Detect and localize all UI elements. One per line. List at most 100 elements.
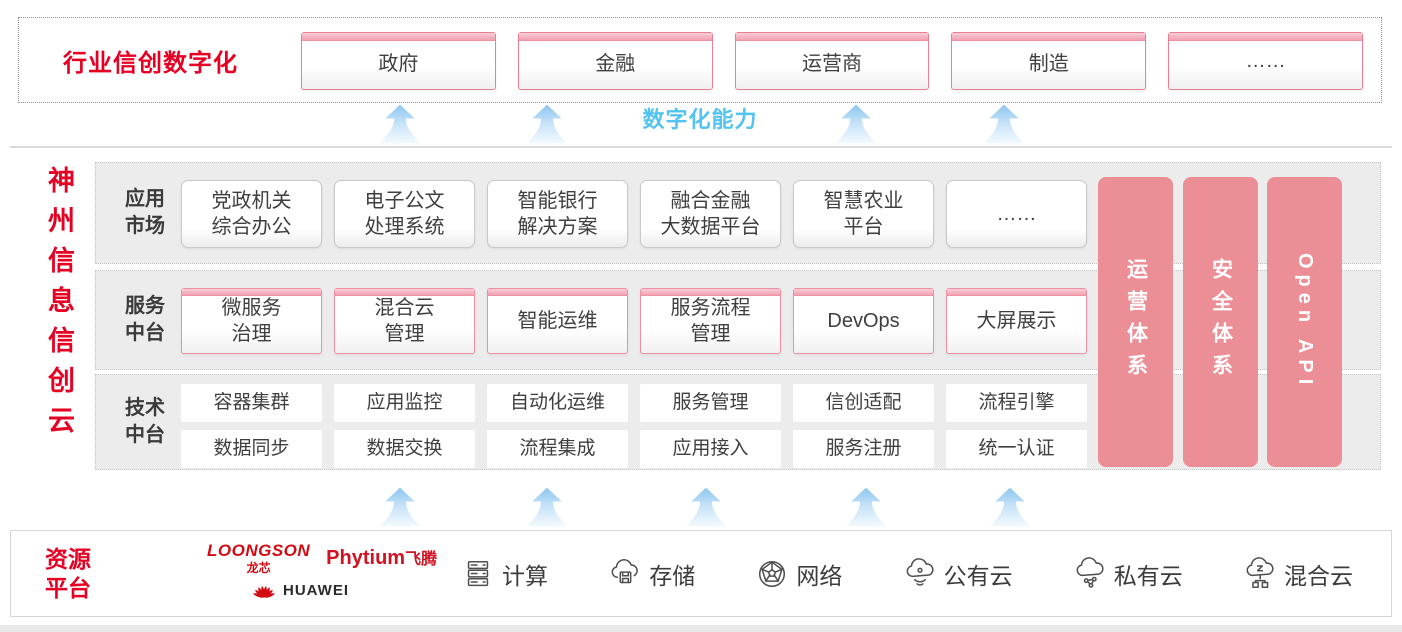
industry-box-label: 政府: [378, 52, 419, 75]
tech-box: 统一认证: [946, 430, 1087, 468]
resource-items: 计算 存储 网络: [461, 531, 1353, 616]
industry-box-manufacturing: 制造: [951, 32, 1147, 90]
public-cloud-icon: [906, 557, 934, 586]
tech-box-label: 统一认证: [978, 438, 1055, 459]
tech-platform-row2: 数据同步 数据交换 流程集成 应用接入 服务注册 统一认证: [181, 430, 1087, 468]
tech-platform-row1: 容器集群 应用监控 自动化运维 服务管理 信创适配 流程引擎: [181, 384, 1087, 422]
tech-box-label: 自动化运维: [509, 392, 605, 413]
tech-box-label: 数据同步: [213, 438, 290, 459]
vendor-logos: LOONGSON 龙芯 Phytium 飞腾: [207, 541, 447, 599]
app-box: 党政机关 综合办公: [181, 180, 322, 248]
service-box-label: 服务流程 管理: [670, 297, 751, 345]
tech-box: 数据交换: [334, 430, 475, 468]
security-system-bar-label: 安全体系: [1209, 258, 1233, 386]
service-platform-boxes: 微服务 治理 混合云 管理 智能运维 服务流程 管理 DevOps 大屏展示: [181, 271, 1087, 354]
resource-item-hybrid-cloud: 混合云: [1243, 556, 1353, 591]
tech-box-label: 服务注册: [825, 438, 902, 459]
app-market-label: 应用 市场: [125, 188, 165, 237]
tech-box: 服务管理: [640, 384, 781, 422]
resource-item-label: 私有云: [1113, 562, 1183, 589]
up-arrow-icon: [833, 104, 879, 144]
service-box: 微服务 治理: [181, 288, 322, 354]
resource-platform-box: 资源 平台 LOONGSON 龙芯 Phytium 飞腾: [10, 530, 1392, 617]
app-box-label: 智慧农业 平台: [823, 190, 904, 238]
app-box: 智慧农业 平台: [793, 180, 934, 248]
up-arrow-icon: [987, 487, 1033, 527]
service-box: 智能运维: [487, 288, 628, 354]
loongson-logo: LOONGSON 龙芯: [207, 541, 310, 576]
loongson-logo-text: LOONGSON: [207, 541, 311, 560]
service-box-label: 大屏展示: [976, 310, 1057, 332]
tech-box-label: 信创适配: [825, 392, 902, 413]
tech-box: 流程集成: [487, 430, 628, 468]
service-box: 大屏展示: [946, 288, 1087, 354]
tech-box: 信创适配: [793, 384, 934, 422]
tech-box: 应用监控: [334, 384, 475, 422]
tech-box: 数据同步: [181, 430, 322, 468]
phytium-logo: Phytium 飞腾: [326, 545, 437, 570]
industry-box-more: ……: [1168, 32, 1363, 90]
tech-platform-panel: 技术 中台 容器集群 应用监控 自动化运维 服务管理 信创适配 流程引擎 数据同…: [95, 374, 1381, 470]
huawei-logo: HUAWEI: [251, 582, 447, 599]
operation-system-bar: 运营体系: [1098, 177, 1173, 467]
open-api-bar-label: Open API: [1294, 253, 1316, 391]
phytium-logo-subtext: 飞腾: [405, 551, 438, 568]
industry-band: 行业信创数字化 政府 金融 运营商 制造 ……: [18, 17, 1382, 103]
compute-icon: [467, 560, 489, 586]
app-box-label: 党政机关 综合办公: [211, 190, 292, 238]
huawei-flower-icon: [253, 585, 275, 598]
resource-item-private-cloud: 私有云: [1073, 556, 1183, 591]
resource-item-label: 混合云: [1283, 562, 1353, 589]
open-api-bar: Open API: [1267, 177, 1342, 467]
resource-item-label: 公有云: [943, 562, 1013, 589]
service-box-label: 混合云 管理: [374, 297, 435, 345]
up-arrow-icon: [981, 104, 1027, 144]
service-box: 服务流程 管理: [640, 288, 781, 354]
bottom-strip: [0, 625, 1402, 632]
industry-box-label: 运营商: [801, 52, 862, 75]
service-box-label: DevOps: [827, 310, 900, 332]
tech-box-label: 流程集成: [519, 438, 596, 459]
tech-box: 流程引擎: [946, 384, 1087, 422]
loongson-logo-subtext: 龙芯: [246, 561, 271, 575]
network-icon: [759, 560, 786, 587]
service-platform-label: 服务 中台: [125, 295, 165, 344]
tech-box-label: 应用监控: [366, 392, 443, 413]
industry-box-operator: 运营商: [734, 32, 930, 90]
phytium-logo-text: Phytium: [326, 547, 406, 569]
tech-box-label: 应用接入: [672, 438, 749, 459]
resource-platform-title: 资源 平台: [45, 546, 91, 601]
resource-item-label: 网络: [796, 562, 843, 589]
huawei-logo-text: HUAWEI: [283, 582, 349, 599]
resource-item-label: 计算: [502, 562, 548, 589]
resource-item-compute: 计算: [461, 557, 548, 591]
operation-system-bar-label: 运营体系: [1124, 258, 1148, 386]
app-box: 电子公文 处理系统: [334, 180, 475, 248]
app-box-label: ……: [996, 203, 1037, 225]
service-box: DevOps: [793, 288, 934, 354]
up-arrow-icon: [377, 104, 423, 144]
industry-band-title: 行业信创数字化: [63, 49, 238, 77]
app-market-boxes: 党政机关 综合办公 电子公文 处理系统 智能银行 解决方案 融合金融 大数据平台…: [181, 163, 1087, 248]
app-box: 智能银行 解决方案: [487, 180, 628, 248]
app-box-more: ……: [946, 180, 1087, 248]
tech-box-label: 数据交换: [366, 438, 443, 459]
app-box-label: 智能银行 解决方案: [517, 190, 598, 238]
tech-platform-label: 技术 中台: [125, 397, 165, 446]
app-box: 融合金融 大数据平台: [640, 180, 781, 248]
industry-box-finance: 金融: [517, 32, 713, 90]
tech-box: 服务注册: [793, 430, 934, 468]
security-system-bar: 安全体系: [1183, 177, 1258, 467]
service-box-label: 微服务 治理: [221, 297, 282, 345]
app-box-label: 电子公文 处理系统: [364, 190, 445, 238]
storage-icon: [611, 558, 639, 583]
tech-box: 自动化运维: [487, 384, 628, 422]
up-arrow-icon: [524, 104, 570, 144]
up-arrow-icon: [683, 487, 729, 527]
up-arrow-icon: [843, 487, 889, 527]
up-arrow-icon: [524, 487, 570, 527]
up-arrow-icon: [377, 487, 423, 527]
industry-box-government: 政府: [301, 32, 496, 90]
resource-item-label: 存储: [649, 562, 696, 589]
